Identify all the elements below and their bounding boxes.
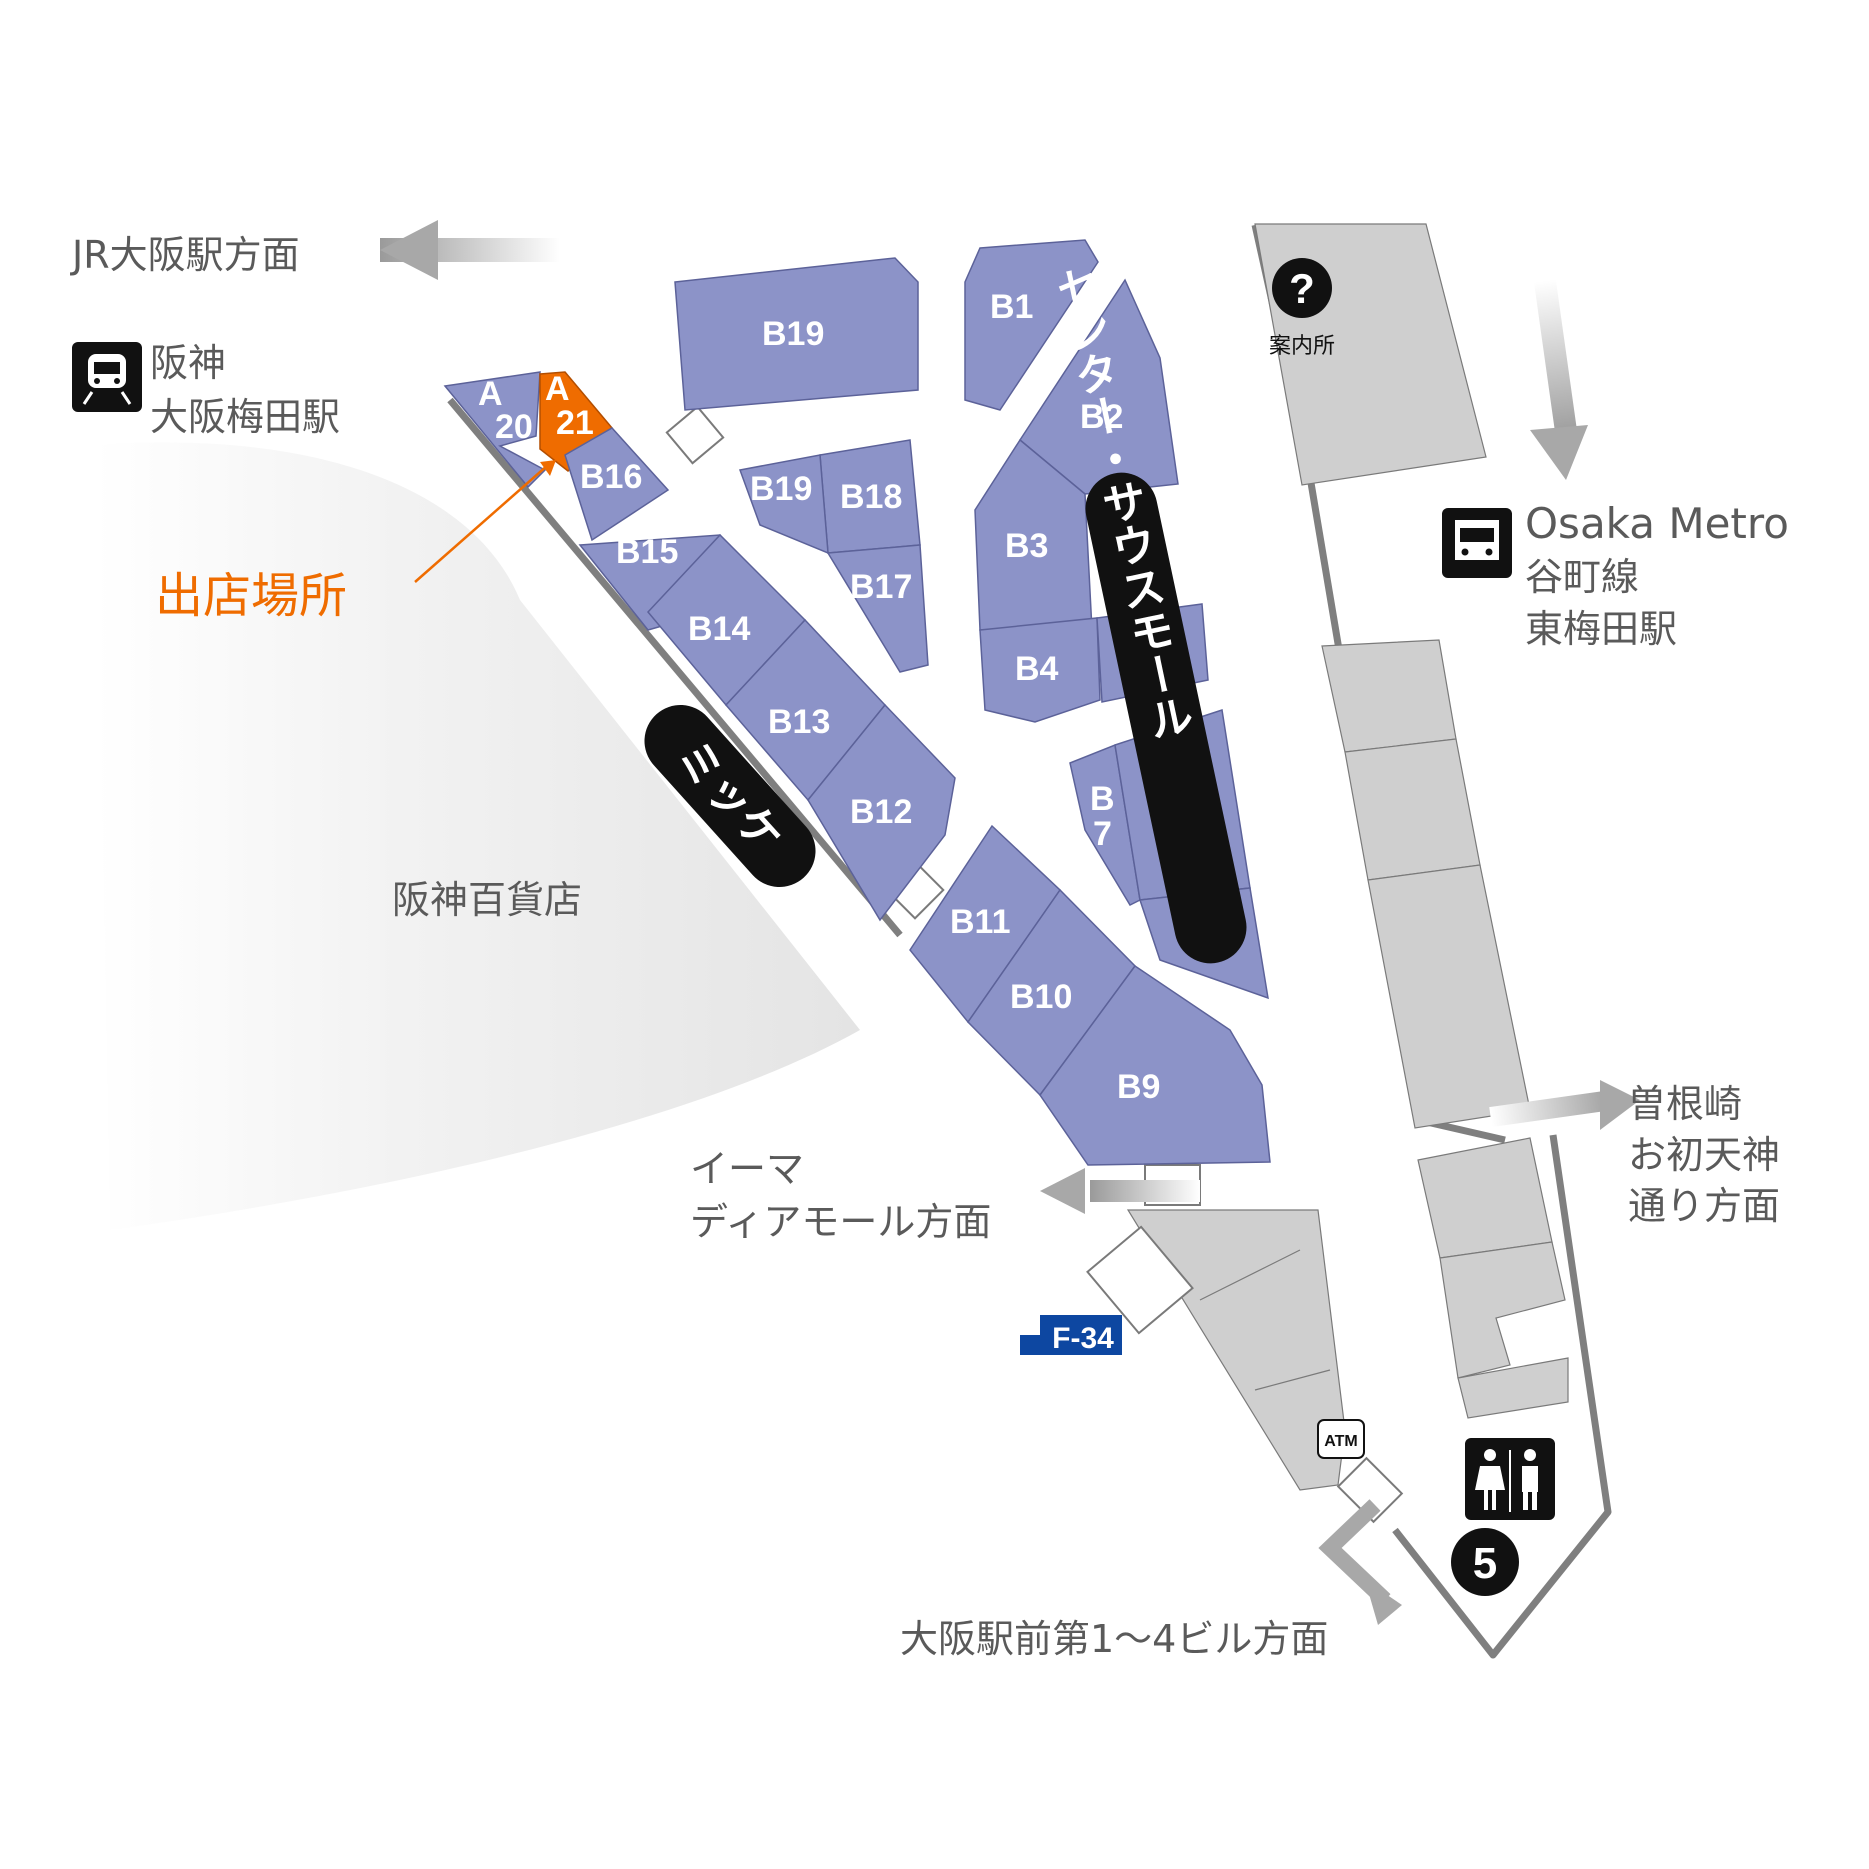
stall-label-b17: B17 [850,568,912,606]
question-icon [1272,258,1332,318]
info-center: ? 案内所 [1269,258,1335,359]
restroom [1465,1438,1555,1520]
metro-station-line2: 谷町線 [1525,555,1639,599]
venue-pointer [414,460,556,583]
stall-label-b16: B16 [580,458,642,496]
stall-label-b19-top: B19 [762,315,824,353]
stall-label-b11: B11 [950,903,1011,941]
hanshin-station: 阪神 大阪梅田駅 [72,341,340,439]
exit-number: 5 [1473,1539,1497,1588]
stall-label-a20-num: 20 [495,408,533,446]
direction-arrows [380,220,1640,1625]
stall-b1[interactable] [964,239,1099,411]
stall-label-b18: B18 [840,478,902,516]
atm-badge: ATM [1317,1419,1365,1459]
stall-label-b19-left: B19 [750,470,812,508]
direction-sonezaki-line2: お初天神 [1628,1133,1780,1177]
stall-label-b10: B10 [1010,978,1072,1016]
stall-label-b14: B14 [688,610,750,648]
stall-b19-top[interactable] [674,257,919,411]
f34-label: F-34 [1052,1322,1114,1355]
hanshin-station-line2: 大阪梅田駅 [150,395,340,439]
stall-label-b7-letter: B [1090,780,1115,818]
stall-label-b2: B2 [1080,398,1123,436]
direction-ekimae: 大阪駅前第1〜4ビル方面 [900,1617,1328,1661]
stall-b12[interactable] [807,703,956,922]
metro-station-line1: Osaka Metro [1525,499,1789,548]
right-gray-blocks [1254,223,1569,1419]
info-symbol: ? [1289,265,1315,312]
dept-store-label: 阪神百貨店 [392,878,582,922]
direction-sonezaki-line3: 通り方面 [1628,1184,1780,1228]
stall-label-b1: B1 [990,288,1033,326]
dept-store-area [95,442,860,1230]
atm-label: ATM [1324,1433,1357,1450]
stall-label-a20-letter: A [478,375,503,413]
info-label: 案内所 [1269,334,1335,359]
stall-a20[interactable] [443,371,547,489]
stall-label-a21-letter: A [545,370,570,408]
exit-5: 5 [1451,1528,1519,1596]
stall-label-b4: B4 [1015,650,1059,688]
stall-b4[interactable] [979,617,1101,723]
stall-b9[interactable] [1039,964,1271,1166]
stall-b17[interactable] [826,544,929,673]
direction-ima-line2: ディアモール方面 [690,1200,991,1244]
stall-label-a21-num: 21 [556,404,594,442]
metro-station-line3: 東梅田駅 [1525,607,1677,651]
stall-label-b9: B9 [1117,1068,1160,1106]
stall-label-b13: B13 [768,703,830,741]
stall-label-b7-num: 7 [1093,815,1112,853]
metro-station: Osaka Metro 谷町線 東梅田駅 [1442,499,1789,651]
stall-b7[interactable] [1069,743,1141,906]
venue-label: 出店場所 [155,568,347,624]
direction-sonezaki-line1: 曽根崎 [1628,1082,1742,1126]
hanshin-station-line1: 阪神 [150,341,226,385]
stall-label-b3: B3 [1005,527,1048,565]
stall-b16[interactable] [564,427,670,542]
direction-ima-line1: イーマ [690,1147,804,1191]
stall-label-b15: B15 [616,533,678,571]
stall-label-b12: B12 [850,793,912,831]
direction-jr: JR大阪駅方面 [70,233,300,277]
f34-badge: F-34 [1000,1315,1122,1355]
